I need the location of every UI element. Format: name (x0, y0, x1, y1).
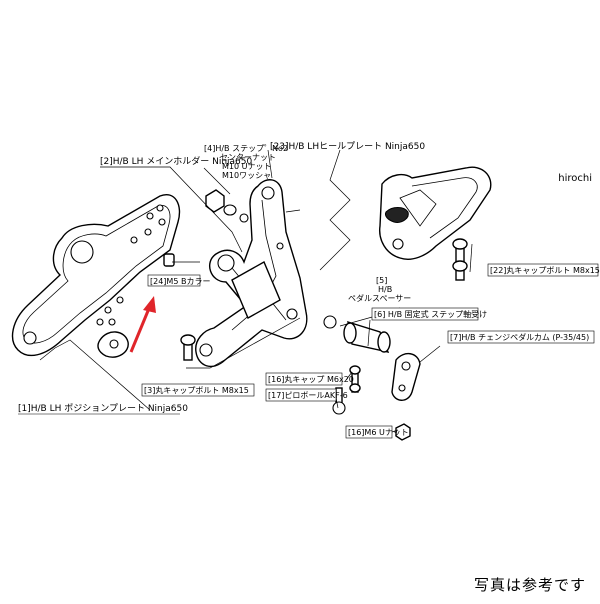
position-plate-part (11, 194, 181, 358)
label-washer-m10: M10ワッシャ (222, 171, 271, 180)
collar-part (163, 253, 175, 267)
label-cap-bolt-3: [3]丸キャップボルト M8x15 (144, 385, 249, 395)
top-nut-washer (205, 189, 249, 223)
cap-bolt-16-part (349, 365, 361, 393)
red-arrow (129, 296, 156, 353)
label-pedal-spacer: ペダルスペーサー (348, 293, 411, 303)
cap-bolt-3-part (180, 334, 196, 361)
label-5-number: [5] (376, 276, 387, 285)
pedal-spacer-part (323, 315, 337, 329)
label-u-nut-16: [16]M6 Uナット (348, 428, 409, 437)
leader-lines (39, 149, 473, 433)
label-step-bearing: [6] H/B 固定式 ステップ軸受け (374, 309, 487, 319)
label-cap-bolt-22: [22]丸キャップボルト M8x15 (490, 265, 600, 275)
label-5-hb: H/B (378, 285, 392, 294)
label-pillow-ball: [17]ピロボールAKF-6 (268, 391, 348, 400)
main-holder-part (195, 179, 308, 368)
label-pedal-cam: [7]H/B チェンジペダルカム (P-35/45) (450, 332, 589, 342)
label-center-nut: センターナット (220, 153, 276, 162)
label-heel-plate: [23]H/B LHヒールプレート Ninja650 (270, 141, 425, 152)
label-collar: [24]M5 Bカラー (150, 277, 210, 286)
u-nut-16-part (395, 423, 411, 441)
part-labels: [2]H/B LH メインホルダー Ninja650 [4]H/B ステップ゜N… (18, 141, 600, 439)
pedal-cam-part (391, 353, 421, 401)
heel-plate-part (379, 166, 492, 260)
label-main-holder: [2]H/B LH メインホルダー Ninja650 (100, 155, 252, 167)
step-bearing-part (343, 320, 391, 353)
cap-bolt-22-part (452, 238, 468, 281)
watermark-text: hirochi (558, 173, 592, 184)
reference-photo-caption: 写真は参考です (473, 576, 586, 594)
label-cap-bolt-16: [16]丸キャップ M6x20 (268, 374, 354, 384)
label-step-no2: [4]H/B ステップ゜No2 (204, 144, 288, 153)
label-u-nut-m10: M10 Uナット (222, 162, 271, 171)
label-position-plate: [1]H/B LH ポジションプレート Ninja650 (18, 403, 188, 414)
